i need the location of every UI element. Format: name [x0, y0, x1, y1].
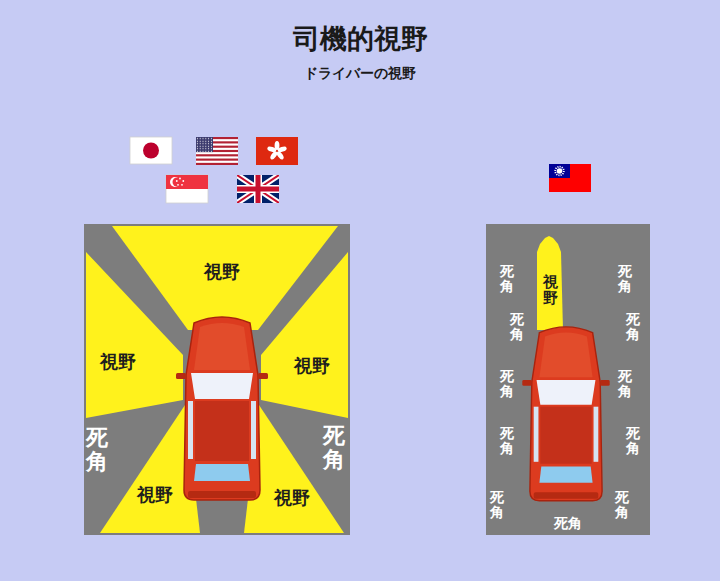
- taiwan-flag-part: [549, 164, 570, 178]
- hong-kong-flag: [256, 137, 298, 165]
- blind-spot-label: 死角: [490, 490, 504, 521]
- view-label: 視野: [100, 350, 136, 374]
- hong-kong-flag-part: [267, 146, 277, 153]
- taiwan-flag: [549, 164, 591, 192]
- usa-flag-part: [196, 163, 238, 165]
- view-label: 視野: [204, 260, 240, 284]
- view-panel-fill: [486, 224, 650, 535]
- uk-flag-part: [237, 175, 279, 203]
- singapore-flag-part: [182, 180, 184, 182]
- usa-flag-part: [196, 137, 238, 165]
- view-label: 視野: [543, 274, 558, 307]
- blind-spot-label: 死角: [554, 515, 582, 533]
- singapore-flag-part: [166, 175, 208, 189]
- blind-spot-label: 死角: [500, 369, 514, 400]
- uk-flag-part: [237, 175, 279, 203]
- uk-flag-part: [237, 175, 279, 203]
- singapore-flag-part: [166, 175, 208, 203]
- usa-flag-part: [196, 154, 238, 156]
- view-panel: 死角死角視野視野視野視野視野: [84, 224, 350, 535]
- usa-flag-part: [196, 137, 213, 152]
- uk-flag-part: [237, 175, 279, 203]
- view-zone-shape: [86, 252, 183, 418]
- usa-flag-part: [196, 137, 213, 152]
- title: 司機的視野: [293, 21, 428, 57]
- singapore-flag-part: [179, 178, 181, 180]
- hong-kong-flag-part: [276, 150, 285, 160]
- singapore-flag: [166, 175, 208, 203]
- taiwan-flag-part: [555, 167, 564, 176]
- singapore-flag-part: [177, 184, 179, 186]
- blind-spot-label: 死角: [626, 426, 640, 457]
- taiwan-flag-part: [549, 164, 591, 192]
- japan-flag-part: [143, 143, 159, 159]
- view-zone-shape: [261, 252, 348, 418]
- view-label: 視野: [274, 486, 310, 510]
- blind-spot-label: 死角: [615, 490, 629, 521]
- blind-spot-label: 死角: [323, 424, 345, 472]
- blind-spot-label: 死角: [618, 264, 632, 295]
- view-zone-fill: [100, 405, 200, 533]
- subtitle: ドライバーの視野: [304, 65, 416, 83]
- view-panel-fill: [84, 224, 350, 535]
- blind-spot-label: 死角: [500, 264, 514, 295]
- blind-spot-label: 死角: [510, 312, 524, 343]
- view-zone: 視野: [261, 252, 348, 418]
- view-panel: 死角死角死角死角死角死角死角死角死角死角死角視野: [486, 224, 650, 535]
- view-label: 視野: [137, 483, 173, 507]
- blind-spot-label: 死角: [86, 426, 108, 474]
- usa-flag: [196, 137, 238, 165]
- view-zone-shape: [100, 405, 200, 533]
- taiwan-flag-part: [557, 168, 563, 174]
- view-zone: 視野: [100, 405, 200, 533]
- singapore-flag-part: [181, 184, 183, 186]
- japan-flag: [130, 137, 172, 164]
- uk-flag-part: [237, 175, 279, 203]
- japan-flag-part: [130, 137, 172, 164]
- singapore-flag-part: [176, 180, 178, 182]
- view-zone: 視野: [112, 226, 338, 330]
- view-zone: 視野: [86, 252, 183, 418]
- view-label: 視野: [294, 354, 330, 378]
- hong-kong-flag-part: [256, 137, 298, 165]
- blind-spot-label: 死角: [500, 426, 514, 457]
- view-beam-fill: [537, 236, 563, 330]
- uk-flag-part: [237, 187, 279, 192]
- view-zone-fill: [86, 252, 183, 418]
- usa-flag-part: [196, 159, 238, 161]
- view-zone-fill: [261, 252, 348, 418]
- blind-spot-label: 死角: [618, 369, 632, 400]
- blind-spot-label: 死角: [626, 312, 640, 343]
- uk-flag: [237, 175, 279, 203]
- view-beam: 視野: [537, 236, 563, 330]
- view-zone-fill: [244, 405, 344, 533]
- singapore-flag-part: [173, 178, 182, 187]
